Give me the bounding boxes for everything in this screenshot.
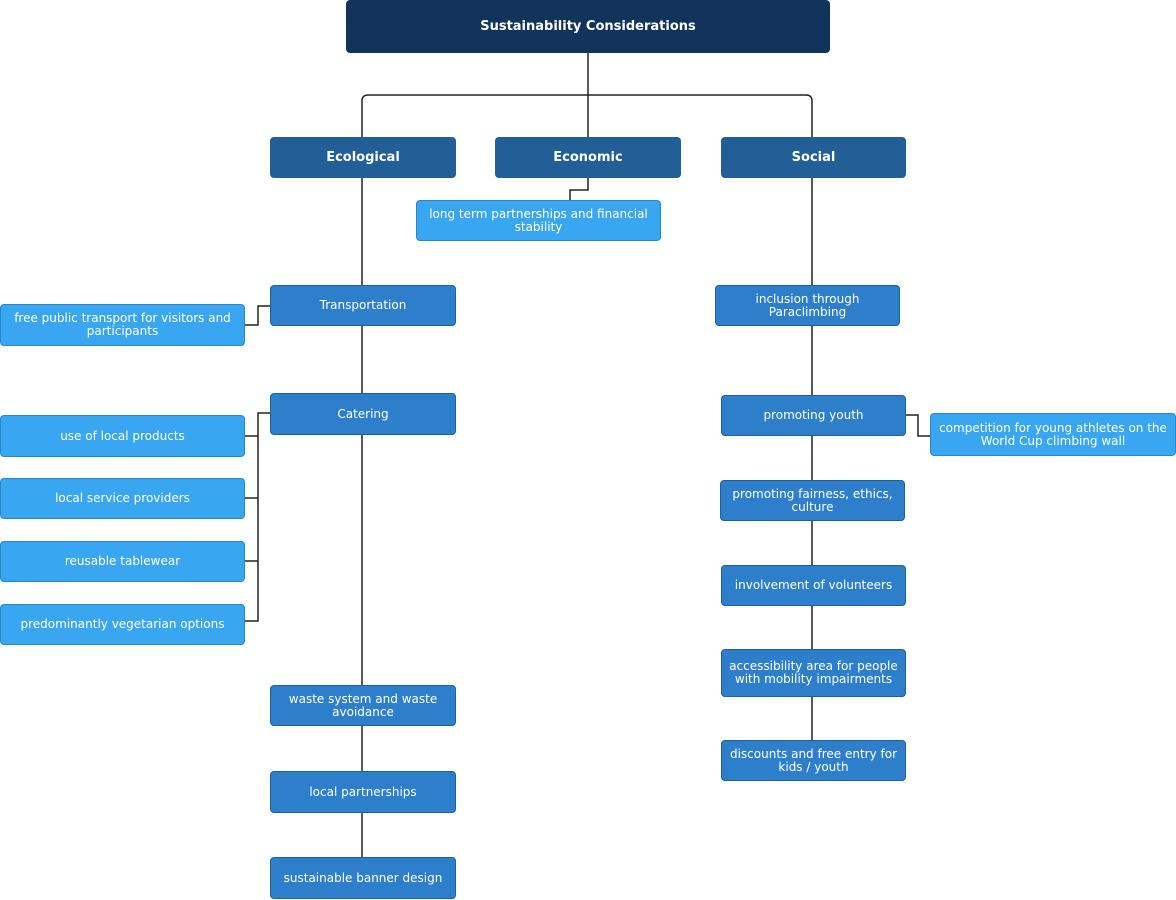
local-partnerships-node: local partnerships: [270, 771, 456, 813]
sustainable-banner-node: sustainable banner design: [270, 857, 456, 899]
accessibility-area-node: accessibility area for people with mobil…: [721, 649, 906, 697]
catering-item-reusable-tablewear: reusable tablewear: [0, 541, 245, 582]
waste-system-node: waste system and waste avoidance: [270, 685, 456, 726]
paraclimbing-node: inclusion through Paraclimbing: [715, 285, 900, 326]
category-social: Social: [721, 137, 906, 178]
diagram-title: Sustainability Considerations: [346, 0, 830, 53]
free-public-transport-node: free public transport for visitors and p…: [0, 304, 245, 346]
catering-item-service-providers: local service providers: [0, 478, 245, 519]
catering-node: Catering: [270, 393, 456, 435]
promoting-youth-node: promoting youth: [721, 395, 906, 436]
discounts-node: discounts and free entry for kids / yout…: [721, 740, 906, 781]
catering-item-local-products: use of local products: [0, 415, 245, 457]
economic-partnerships-node: long term partnerships and financial sta…: [416, 200, 661, 241]
young-athletes-competition-node: competition for young athletes on the Wo…: [930, 413, 1176, 456]
catering-item-vegetarian-options: predominantly vegetarian options: [0, 604, 245, 645]
category-ecological: Ecological: [270, 137, 456, 178]
transportation-node: Transportation: [270, 285, 456, 326]
category-economic: Economic: [495, 137, 681, 178]
volunteers-node: involvement of volunteers: [721, 565, 906, 606]
fairness-ethics-node: promoting fairness, ethics, culture: [720, 480, 905, 521]
